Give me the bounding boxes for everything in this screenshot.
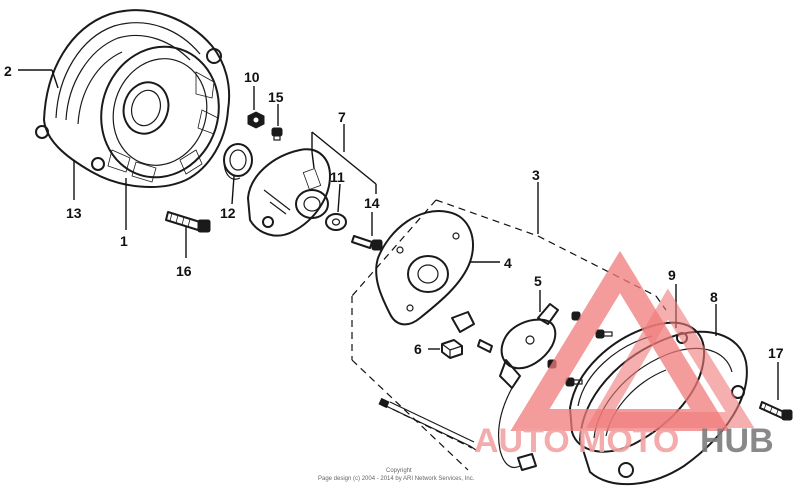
part-brush-holder-7 (247, 148, 331, 237)
copyright-line2: Page design (c) 2004 - 2014 by ARI Netwo… (318, 476, 475, 482)
copyright-notice: Copyright Page design (c) 2004 - 2014 by… (318, 468, 475, 482)
callout-5: 5 (534, 273, 542, 289)
callout-7: 7 (338, 109, 346, 125)
callout-labels: 2 13 1 10 15 12 16 7 11 14 3 4 5 6 9 8 1… (4, 63, 784, 361)
callout-6: 6 (414, 341, 422, 357)
part-bolt-16 (165, 211, 211, 233)
watermark-text-moto: MOTO (578, 422, 679, 460)
callout-3: 3 (532, 167, 540, 183)
callout-15: 15 (268, 89, 284, 105)
watermark-text-auto: AUTO (474, 422, 570, 460)
part-screw-15 (271, 127, 283, 141)
callout-13: 13 (66, 205, 82, 221)
callout-11: 11 (330, 169, 345, 185)
callout-12: 12 (220, 205, 236, 221)
callout-14: 14 (364, 195, 380, 211)
part-base-plate-4 (375, 210, 474, 326)
part-housing (35, 9, 231, 188)
callout-17: 17 (768, 345, 784, 361)
callout-16: 16 (176, 263, 192, 279)
callout-4: 4 (504, 255, 512, 271)
callout-10: 10 (244, 69, 260, 85)
callout-9: 9 (668, 267, 676, 283)
callout-8: 8 (710, 289, 718, 305)
part-breaker-5 (451, 303, 613, 471)
part-bolt-14 (351, 235, 383, 251)
callout-2: 2 (4, 63, 12, 79)
part-washer-11 (325, 213, 347, 231)
part-bolt-17 (759, 401, 793, 421)
watermark-logo: AUTO MOTO HUB (474, 250, 774, 460)
leader-lines (18, 69, 779, 400)
part-nut-10 (247, 111, 265, 129)
copyright-line1: Copyright (386, 468, 412, 474)
callout-1: 1 (120, 233, 128, 249)
part-seal-12 (223, 143, 253, 180)
part-block-6 (441, 339, 463, 359)
watermark-text-hub: HUB (700, 422, 774, 460)
